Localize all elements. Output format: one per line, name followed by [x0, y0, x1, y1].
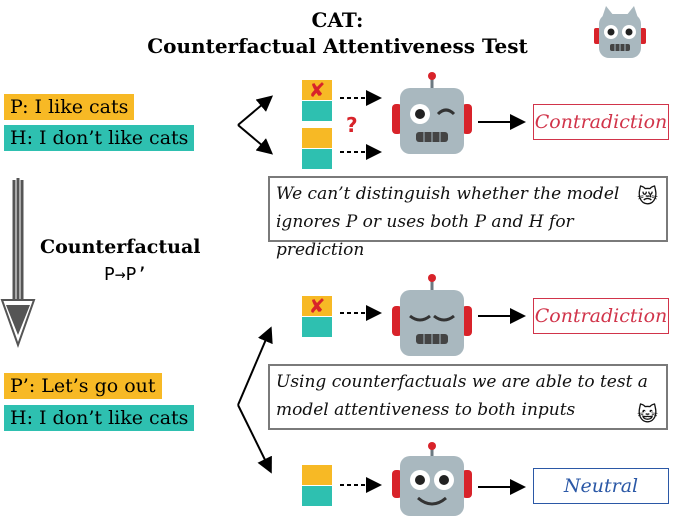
- title-line-1: CAT:: [311, 8, 364, 32]
- premise-square-1: ✘: [302, 80, 332, 100]
- hypothesis-square-2: [302, 149, 332, 169]
- note-counterfactual-line-1: Using counterfactuals we are able to tes…: [276, 372, 648, 392]
- title-line-2: Counterfactual Attentiveness Test: [147, 34, 528, 58]
- branch-arrow-cf-top: [237, 326, 273, 406]
- prediction-contradiction-1: Contradiction: [533, 104, 669, 140]
- prediction-neutral: Neutral: [533, 468, 669, 504]
- branch-arrow-bottom: [237, 124, 274, 155]
- robot-cat-icon: [594, 6, 646, 58]
- cross-icon: ✘: [308, 78, 326, 102]
- prediction-contradiction-2: Contradiction: [533, 298, 669, 334]
- branch-arrow-cf-bottom: [237, 404, 272, 474]
- branch-arrow-top: [237, 95, 274, 126]
- crying-cat-icon: 😿: [637, 184, 658, 208]
- hypothesis-original: H: I don’t like cats: [4, 125, 195, 151]
- grinning-cat-icon: 😺: [637, 402, 658, 426]
- robot-winking-icon: [392, 72, 472, 154]
- premise-square-2: [302, 128, 332, 148]
- note-ambiguity-line-1: We can’t distinguish whether the model: [276, 184, 620, 204]
- robot-smiling-icon: [392, 442, 472, 516]
- hypothesis-square-3: [302, 317, 332, 337]
- note-ambiguity-line-2: ignores P or uses both P and H for predi…: [276, 212, 574, 260]
- hypothesis-square-4: [302, 486, 332, 506]
- counterfactual-label: Counterfactual: [40, 236, 201, 258]
- hypothesis-counterfactual: H: I don’t like cats: [4, 405, 195, 431]
- note-counterfactual-line-2: model attentiveness to both inputs: [276, 400, 576, 420]
- question-mark: ?: [346, 113, 358, 137]
- premise-square-4: [302, 465, 332, 485]
- premise-counterfactual: P’: Let’s go out: [4, 373, 162, 399]
- note-ambiguity: We can’t distinguish whether the model i…: [268, 176, 668, 260]
- cross-icon: ✘: [308, 294, 326, 318]
- premise-square-3: ✘: [302, 296, 332, 316]
- down-arrow: [0, 178, 36, 348]
- note-counterfactual: Using counterfactuals we are able to tes…: [268, 364, 668, 430]
- counterfactual-transform: P→P’: [104, 264, 148, 285]
- robot-eyes-closed-icon: [392, 274, 472, 356]
- hypothesis-square-1: [302, 101, 332, 121]
- premise-original: P: I like cats: [4, 94, 135, 120]
